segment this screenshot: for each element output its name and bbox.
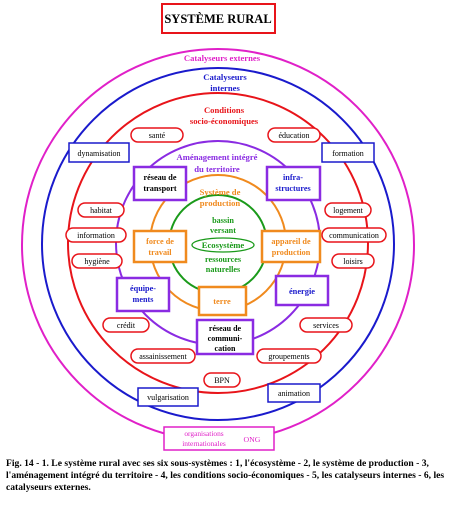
- box-equipment: [115, 276, 171, 313]
- label-credit: crédit: [117, 321, 136, 330]
- label-animation: animation: [278, 389, 310, 398]
- box-dynamisation: [68, 142, 130, 163]
- label-dynamisation: dynamisation: [77, 149, 120, 158]
- label-international-orgs-1: organisations: [184, 429, 223, 438]
- label-communication-network-1: réseau de: [209, 324, 242, 333]
- box-infrastructures: [265, 165, 322, 202]
- label-education: éducation: [278, 131, 309, 140]
- label-equipment-1: équipe-: [130, 284, 156, 293]
- label-production-apparatus-2: production: [272, 248, 311, 257]
- label-socio-economic-1: Conditions: [204, 105, 245, 115]
- label-international-orgs-2: internationales: [182, 439, 226, 448]
- label-labour-force-2: travail: [148, 248, 172, 257]
- rural-system-diagram: SYSTÈME RURAL Catalyseurs externes Catal…: [21, 3, 415, 451]
- box-labour-force: [132, 229, 188, 264]
- label-energy: énergie: [289, 287, 315, 296]
- label-external-catalysts: Catalyseurs externes: [184, 53, 261, 63]
- box-land: [197, 285, 248, 317]
- label-natural-resources-2: naturelles: [206, 265, 240, 274]
- pill-leisure: [331, 253, 375, 269]
- pill-bpn: [203, 372, 241, 388]
- label-extension: vulgarisation: [147, 393, 189, 402]
- label-habitat: habitat: [90, 206, 113, 215]
- label-communication-network-2: communi-: [208, 334, 243, 343]
- label-equipment-2: ments: [133, 295, 154, 304]
- pill-services: [299, 317, 353, 333]
- label-information: information: [77, 231, 115, 240]
- label-infrastructures-2: structures: [275, 184, 310, 193]
- ring-socio-economic: [67, 92, 369, 394]
- label-training: formation: [332, 149, 364, 158]
- ring-internal-catalysts: [41, 67, 395, 421]
- box-energy: [274, 274, 330, 307]
- label-hygiene: hygiène: [84, 257, 110, 266]
- label-production-system-1: Système de: [200, 187, 241, 197]
- label-leisure: loisirs: [343, 257, 363, 266]
- label-labour-force-1: force de: [146, 237, 174, 246]
- label-bpn: BPN: [214, 376, 230, 385]
- label-housing: logement: [333, 206, 364, 215]
- pill-credit: [102, 317, 150, 333]
- label-sanitation: assainissement: [139, 352, 187, 361]
- box-production-apparatus: [260, 229, 322, 264]
- label-territory-planning-2: du territoire: [194, 164, 240, 174]
- box-international-orgs: [163, 426, 275, 451]
- label-internal-catalysts-1: Catalyseurs: [203, 72, 247, 82]
- pill-health: [130, 127, 184, 143]
- pill-hygiene: [71, 253, 123, 269]
- label-internal-catalysts-2: internes: [210, 83, 240, 93]
- pill-sanitation: [130, 348, 196, 364]
- diagram-title: SYSTÈME RURAL: [164, 12, 271, 26]
- label-groups: groupements: [268, 352, 309, 361]
- ecosystem-oval: [191, 237, 255, 253]
- label-communication-network-3: cation: [215, 344, 236, 353]
- pill-habitat: [77, 202, 125, 218]
- box-training: [321, 142, 375, 163]
- label-infrastructures-1: infra-: [283, 173, 303, 182]
- label-transport-network-1: réseau de: [144, 173, 177, 182]
- box-communication-network: [195, 318, 255, 356]
- box-extension: [137, 387, 199, 407]
- label-production-system-2: production: [200, 198, 241, 208]
- title-box: [161, 3, 276, 34]
- label-territory-planning-1: Aménagement intégré: [177, 152, 258, 162]
- label-production-apparatus-1: appareil de: [271, 237, 311, 246]
- label-watershed-2: versant: [210, 226, 236, 235]
- pill-housing: [324, 202, 372, 218]
- pill-education: [267, 127, 321, 143]
- pill-communication: [321, 227, 387, 243]
- pill-information: [65, 227, 127, 243]
- pill-groups: [256, 348, 322, 364]
- label-ngo: ONG: [244, 435, 261, 444]
- label-socio-economic-2: socio-économiques: [190, 116, 259, 126]
- figure-caption: Fig. 14 - 1. Le système rural avec ses s…: [6, 458, 445, 493]
- label-transport-network-2: transport: [143, 184, 176, 193]
- box-transport-network: [132, 165, 188, 202]
- label-land: terre: [213, 297, 231, 306]
- label-natural-resources-1: ressources: [205, 255, 241, 264]
- label-services: services: [313, 321, 339, 330]
- label-communication: communication: [329, 231, 379, 240]
- label-ecosystem: Ecosystème: [202, 240, 245, 250]
- box-animation: [267, 383, 321, 403]
- label-health: santé: [149, 131, 166, 140]
- label-watershed-1: bassin: [212, 216, 234, 225]
